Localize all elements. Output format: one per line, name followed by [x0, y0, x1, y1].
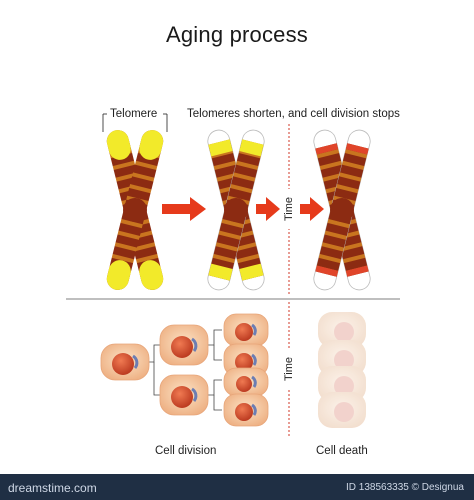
telomeres-shorten-label: Telomeres shorten, and cell division sto…: [187, 108, 400, 120]
cell-division-label: Cell division: [155, 445, 217, 457]
cell: [159, 324, 209, 366]
arrow-2: [256, 197, 280, 221]
cell-death-label: Cell death: [316, 445, 368, 457]
dying-cell: [318, 392, 366, 428]
footer-credit: ID 138563335 © Designua: [345, 482, 464, 493]
cell: [100, 343, 150, 381]
chromosome-short-telomeres: [207, 129, 265, 291]
footer-brand: dreamstime.com: [8, 481, 97, 495]
time-label-bottom: Time: [283, 349, 295, 389]
arrow-1: [162, 197, 206, 221]
cell-division-tree: [100, 313, 269, 427]
cell: [223, 313, 269, 347]
arrow-3: [300, 197, 324, 221]
cell: [159, 374, 209, 416]
chromosome-long-telomeres: [106, 130, 164, 290]
telomere-leaders: [102, 113, 168, 132]
aging-diagram: [66, 113, 400, 438]
footer-bar: [0, 474, 474, 500]
cell: [223, 393, 269, 427]
time-label-top: Time: [283, 189, 295, 229]
telomere-label: Telomere: [110, 108, 158, 120]
cell: [223, 367, 269, 397]
dying-cell: [318, 312, 366, 348]
dying-cells: [318, 312, 366, 428]
chromosome-critical-telomeres: [313, 129, 371, 291]
diagram-title: Aging process: [165, 22, 308, 47]
